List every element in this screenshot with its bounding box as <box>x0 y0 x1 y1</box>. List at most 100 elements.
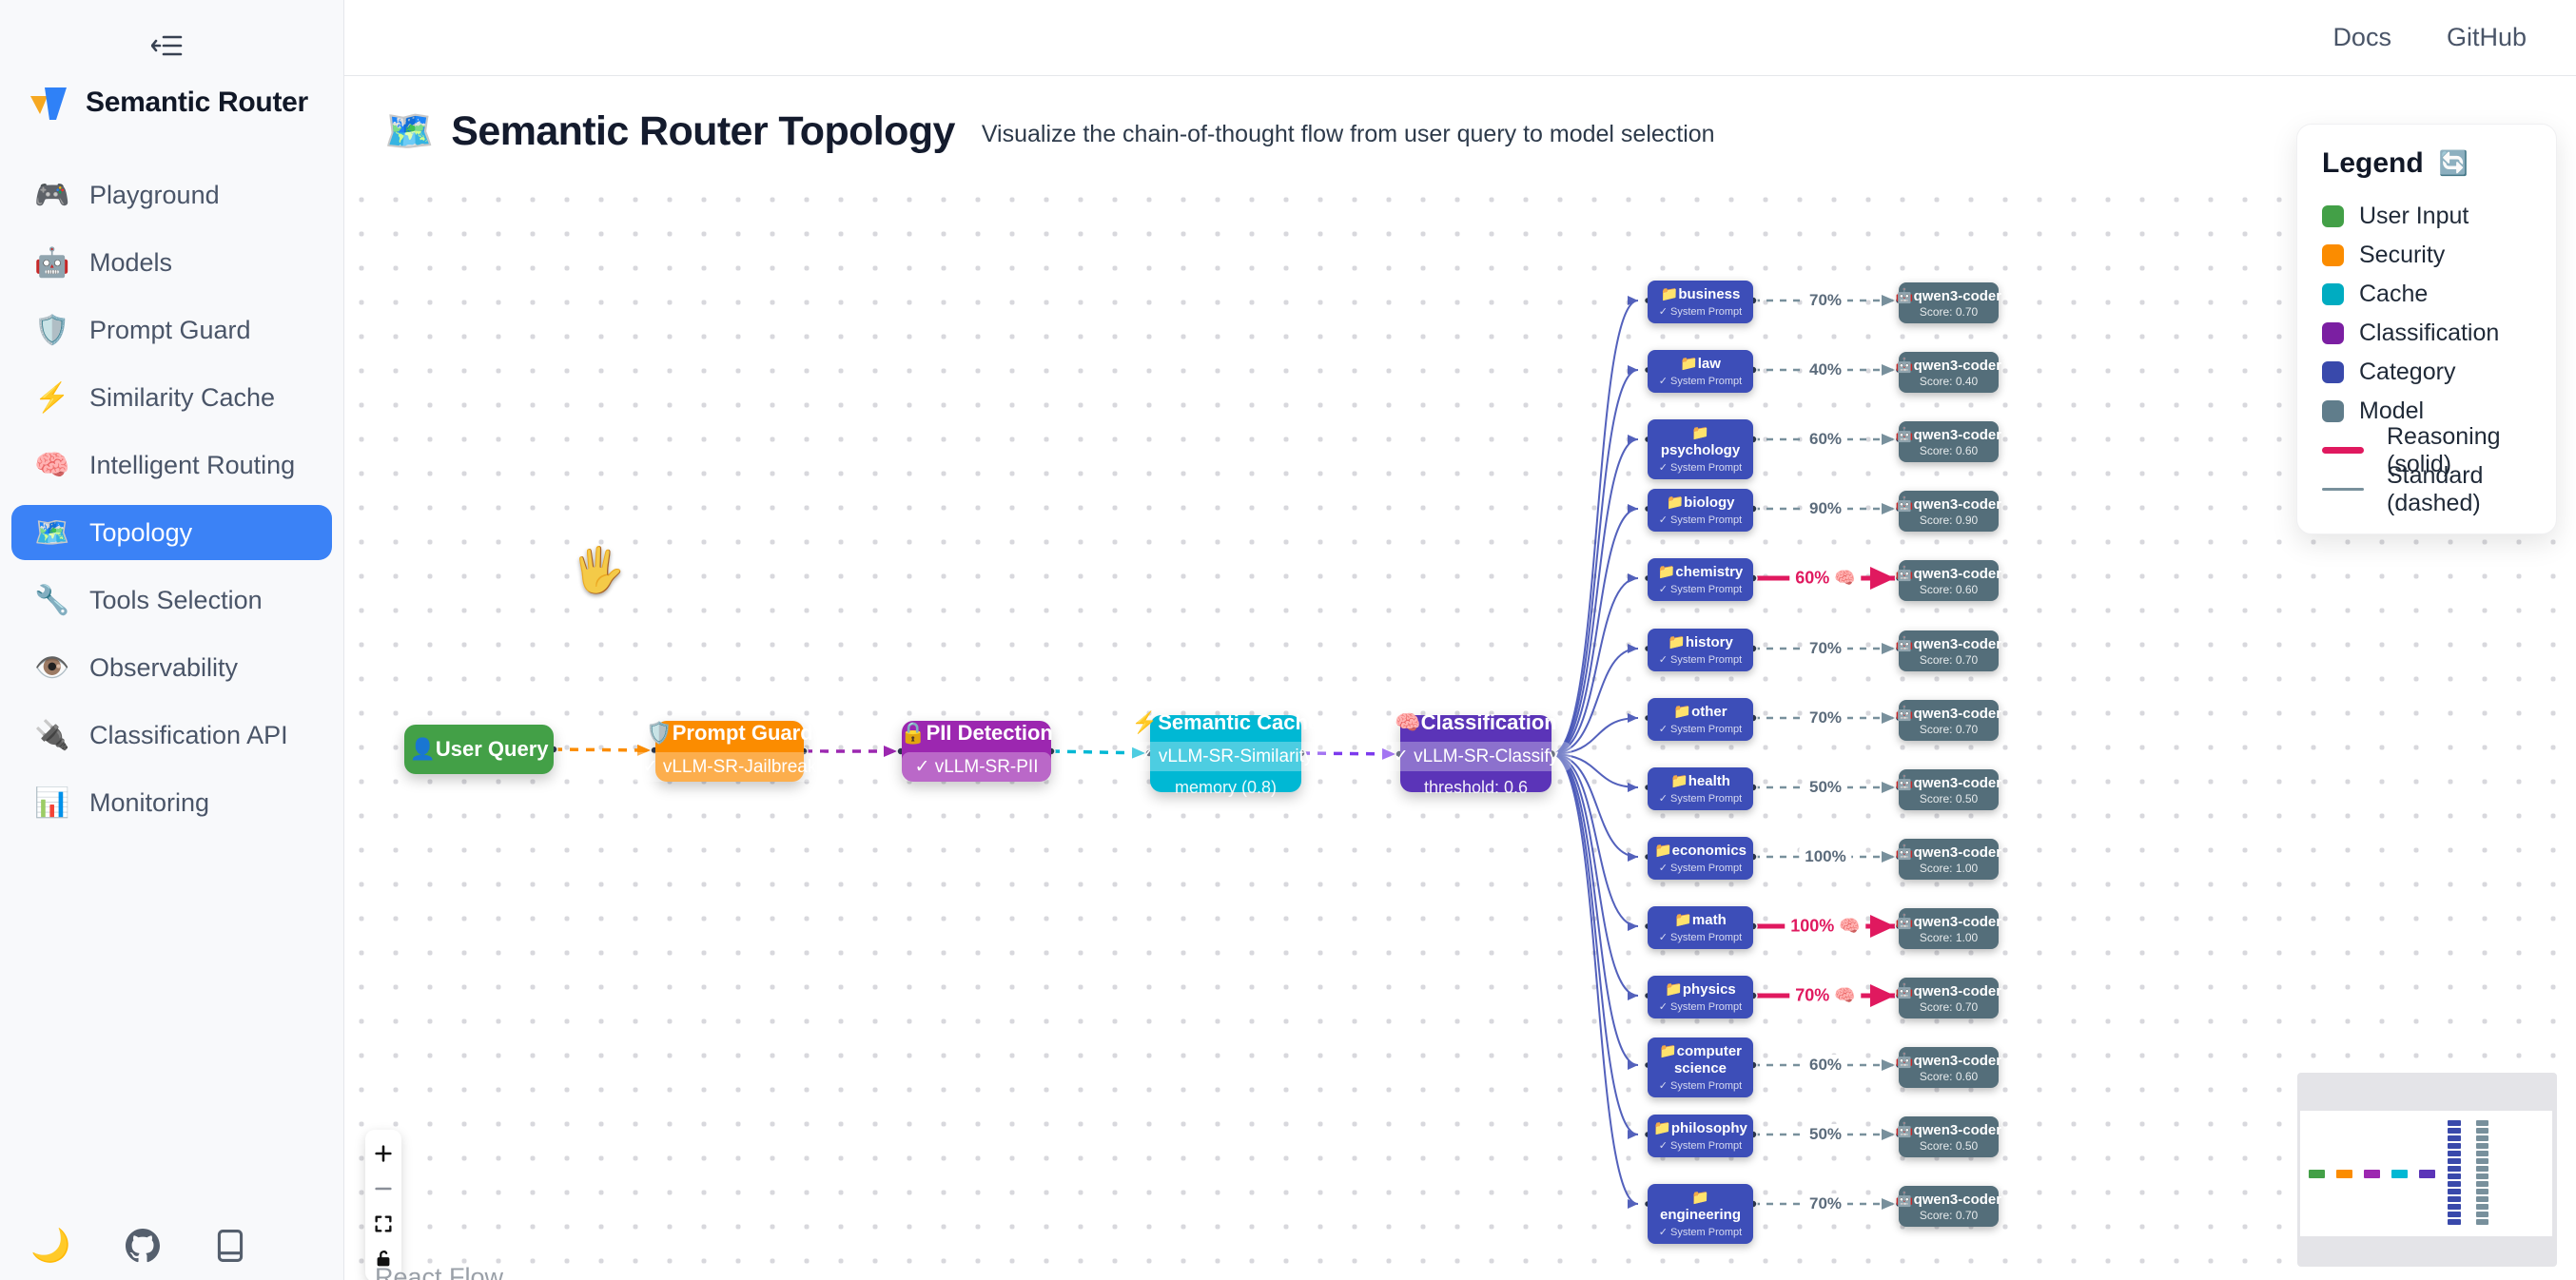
model-score: Score: 0.60 <box>1919 583 1979 596</box>
category-name: 📁physics <box>1665 981 1736 998</box>
edge-label-law: 40% <box>1803 359 1848 380</box>
model-name: 🤖qwen3-coder <box>1895 1053 2002 1069</box>
category-node-health[interactable]: 📁health✓ System Prompt <box>1648 767 1753 810</box>
github-link[interactable]: GitHub <box>2446 23 2527 51</box>
sidebar-item-classification-api[interactable]: 🔌Classification API <box>11 708 332 763</box>
refresh-icon[interactable]: 🔄 <box>2438 149 2469 177</box>
edge-label-history: 70% <box>1803 638 1848 659</box>
prompt-guard-title: 🛡️Prompt Guard <box>646 721 813 745</box>
brand: Semantic Router <box>29 82 308 124</box>
prompt-guard-badge: ✓ vLLM-SR-Jailbreak <box>629 752 830 782</box>
minimap-category-node <box>2448 1151 2461 1156</box>
zoom-out-button[interactable] <box>365 1171 401 1206</box>
sidebar-item-observability[interactable]: 👁️Observability <box>11 640 332 695</box>
docs-link[interactable]: Docs <box>2332 23 2391 51</box>
category-name: 📁history <box>1668 634 1733 650</box>
fit-view-button[interactable] <box>365 1206 401 1241</box>
edge-label-health: 50% <box>1803 777 1848 798</box>
model-name: 🤖qwen3-coder <box>1895 914 2002 930</box>
sidebar-item-similarity-cache[interactable]: ⚡Similarity Cache <box>11 370 332 425</box>
sidebar-item-topology[interactable]: 🗺️Topology <box>11 505 332 560</box>
legend-item-label: User Input <box>2359 203 2469 229</box>
legend-item-user-input: User Input <box>2322 197 2531 236</box>
category-node-physics[interactable]: 📁physics✓ System Prompt <box>1648 976 1753 1018</box>
legend-title: Legend <box>2322 147 2424 179</box>
category-node-philosophy[interactable]: 📁philosophy✓ System Prompt <box>1648 1115 1753 1157</box>
category-node-biology[interactable]: 📁biology✓ System Prompt <box>1648 489 1753 532</box>
sidebar-collapse-button[interactable] <box>145 27 190 65</box>
pipeline-node-prompt-guard[interactable]: 🛡️Prompt Guard ✓ vLLM-SR-Jailbreak <box>629 721 830 782</box>
sidebar-item-playground[interactable]: 🎮Playground <box>11 167 332 223</box>
pipeline-node-pii-detection[interactable]: 🔒PII Detection✓ vLLM-SR-PII <box>900 721 1053 782</box>
sidebar-item-label: Playground <box>89 180 220 209</box>
category-node-business[interactable]: 📁business✓ System Prompt <box>1648 281 1753 323</box>
category-node-other[interactable]: 📁other✓ System Prompt <box>1648 698 1753 741</box>
legend-item-category: Category <box>2322 353 2531 392</box>
category-name: 📁business <box>1660 286 1741 302</box>
edge-label-business: 70% <box>1803 290 1848 311</box>
github-icon[interactable] <box>126 1229 161 1263</box>
category-node-chemistry[interactable]: 📁chemistry✓ System Prompt <box>1648 558 1753 601</box>
user-query-title: 👤User Query <box>409 737 549 761</box>
category-node-economics[interactable]: 📁economics✓ System Prompt <box>1648 837 1753 880</box>
minimap-model-node <box>2476 1166 2488 1172</box>
unlock-button[interactable] <box>365 1241 401 1276</box>
zoom-out-icon <box>375 1187 392 1190</box>
category-node-psychology[interactable]: 📁psychology✓ System Prompt <box>1648 419 1753 479</box>
legend-item-label: Category <box>2359 359 2456 385</box>
minimap-model-node <box>2476 1120 2488 1126</box>
category-node-engineering[interactable]: 📁engineering✓ System Prompt <box>1648 1184 1753 1244</box>
system-prompt-check: ✓ System Prompt <box>1658 1227 1743 1238</box>
flow-canvas[interactable]: 🗺️ Semantic Router Topology Visualize th… <box>344 76 2576 1280</box>
sidebar-item-prompt-guard[interactable]: 🛡️Prompt Guard <box>11 302 332 358</box>
category-node-math[interactable]: 📁math✓ System Prompt <box>1648 906 1753 949</box>
sidebar-item-label: Similarity Cache <box>89 382 276 412</box>
minimap-category-node <box>2448 1128 2461 1134</box>
minimap[interactable] <box>2297 1073 2557 1267</box>
semantic-cache-sub: memory (0.8) <box>1174 777 1277 797</box>
minimap-category-node <box>2448 1189 2461 1194</box>
sidebar-item-intelligent-routing[interactable]: 🧠Intelligent Routing <box>11 437 332 493</box>
edge-label-computer-science: 60% <box>1803 1055 1848 1076</box>
legend-color-chip <box>2322 205 2344 227</box>
topbar: Docs GitHub <box>344 0 2576 76</box>
theme-toggle-moon-icon[interactable]: 🌙 <box>30 1228 71 1264</box>
minimap-model-node <box>2476 1151 2488 1156</box>
category-node-history[interactable]: 📁history✓ System Prompt <box>1648 629 1753 671</box>
flow-edges <box>549 295 1903 1210</box>
sidebar-item-monitoring[interactable]: 📊Monitoring <box>11 775 332 830</box>
zoom-in-button[interactable] <box>365 1135 401 1171</box>
tools-selection-icon: 🔧 <box>34 584 70 616</box>
model-name: 🤖qwen3-coder <box>1895 427 2002 443</box>
models-icon: 🤖 <box>34 246 70 279</box>
category-node-law[interactable]: 📁law✓ System Prompt <box>1648 350 1753 393</box>
sidebar-item-models[interactable]: 🤖Models <box>11 235 332 290</box>
category-name: 📁other <box>1673 704 1727 720</box>
pipeline-node-user-query[interactable]: 👤User Query <box>404 725 554 774</box>
docs-book-icon[interactable] <box>215 1229 245 1263</box>
sidebar-footer: 🌙 <box>30 1227 245 1265</box>
model-score: Score: 0.70 <box>1919 723 1979 736</box>
sidebar-item-tools-selection[interactable]: 🔧Tools Selection <box>11 572 332 628</box>
minimap-pipeline-node <box>2419 1170 2435 1178</box>
category-node-computer-science[interactable]: 📁computer science✓ System Prompt <box>1648 1038 1753 1097</box>
model-score: Score: 0.70 <box>1919 1000 1979 1014</box>
minimap-category-node <box>2448 1166 2461 1172</box>
